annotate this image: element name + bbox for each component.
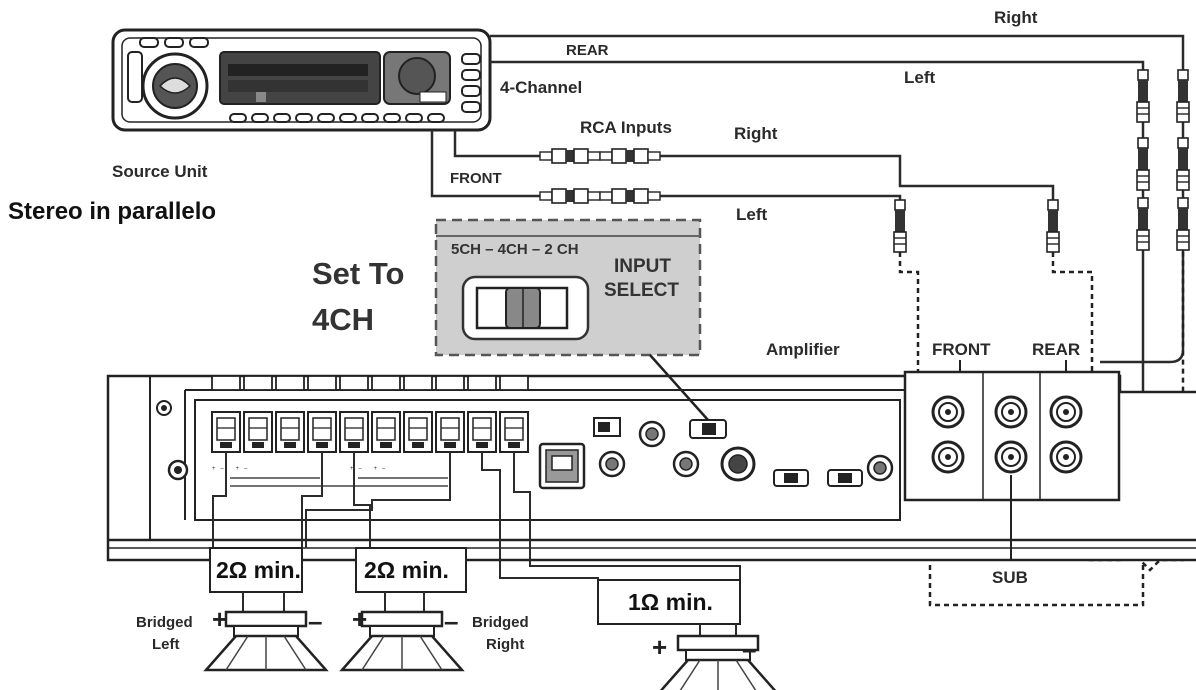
label-rca-inputs: RCA Inputs <box>580 118 672 137</box>
diagram-title: Stereo in parallelo <box>8 198 217 225</box>
rca-plug-icon <box>539 148 661 204</box>
input-select-callout <box>434 218 709 421</box>
rca-plug-icon-vertical <box>893 69 1190 253</box>
svg-text:–: – <box>444 606 458 636</box>
label-bridged-left-1: Bridged <box>136 614 193 631</box>
svg-text:+: + <box>352 604 367 634</box>
svg-text:+: + <box>652 632 667 662</box>
label-sub: SUB <box>992 568 1028 587</box>
label-set-to: Set To <box>312 256 405 291</box>
svg-text:–: – <box>308 606 322 636</box>
label-rear-right: Right <box>994 8 1038 27</box>
amplifier-body <box>106 370 1196 562</box>
label-set-to-value: 4CH <box>312 302 375 337</box>
label-impedance-sub: 1Ω min. <box>628 589 713 615</box>
label-rear: REAR <box>566 42 609 59</box>
svg-text:+: + <box>212 604 227 634</box>
knob-icon <box>538 417 894 490</box>
svg-text:–: – <box>742 634 756 664</box>
bridged-brackets <box>230 477 448 487</box>
label-bridged-right-1: Bridged <box>472 614 529 631</box>
speaker-wires <box>209 452 741 636</box>
label-front: FRONT <box>450 170 502 187</box>
label-front-right: Right <box>734 124 778 143</box>
car-stereo-head-unit-icon <box>111 28 492 132</box>
label-switch-modes: 5CH – 4CH – 2 CH <box>451 241 579 258</box>
label-amp-rear: REAR <box>1032 340 1081 359</box>
label-impedance-right: 2Ω min. <box>364 557 449 583</box>
label-input: INPUT <box>614 256 671 277</box>
label-four-channel: 4-Channel <box>500 78 583 97</box>
label-impedance-left: 2Ω min. <box>216 557 301 583</box>
label-amp-front: FRONT <box>932 340 991 359</box>
label-rear-left: Left <box>904 68 936 87</box>
label-bridged-left-2: Left <box>152 636 180 653</box>
label-amplifier: Amplifier <box>766 340 840 359</box>
label-front-left: Left <box>736 205 768 224</box>
label-select: SELECT <box>604 280 679 301</box>
label-source-unit: Source Unit <box>112 162 208 181</box>
label-bridged-right-2: Right <box>486 636 525 653</box>
